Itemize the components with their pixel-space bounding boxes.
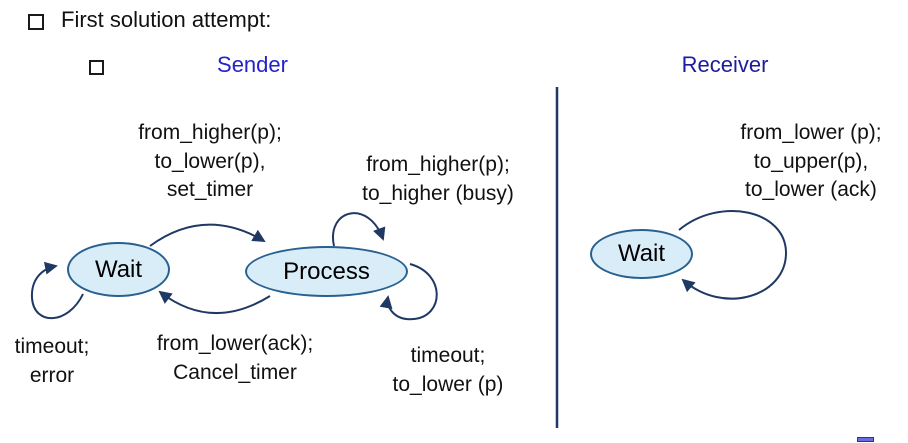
bullet-square-icon xyxy=(28,14,44,30)
state-label: Wait xyxy=(94,255,143,283)
transition-label-process-timeout: timeout; to_lower (p) xyxy=(392,344,504,396)
state-label: Process xyxy=(283,257,370,285)
corner-decoration xyxy=(857,437,874,442)
slide-title: First solution attempt: xyxy=(61,7,272,32)
transition-label-process-busy: from_higher(p); to_higher (busy) xyxy=(362,153,514,205)
state-wait-sender: Wait xyxy=(67,242,170,297)
transition-label-receiver-wait: from_lower (p); to_upper(p), to_lower (a… xyxy=(740,121,882,202)
self-loop-process-busy xyxy=(332,212,386,247)
self-loop-receiver-wait xyxy=(678,209,788,300)
transition-label-wait-to-process: from_higher(p); to_lower(p), set_timer xyxy=(138,121,282,202)
self-loop-process-timeout xyxy=(379,263,438,321)
transition-label-wait-timeout: timeout; error xyxy=(14,335,90,387)
state-label: Wait xyxy=(617,240,666,267)
arc-wait-to-process xyxy=(149,223,266,247)
arc-process-to-wait xyxy=(158,290,271,314)
receiver-heading: Receiver xyxy=(681,52,769,77)
transition-label-process-to-wait: from_lower(ack); Cancel_timer xyxy=(156,332,314,384)
state-process-sender: Process xyxy=(245,246,408,297)
sender-heading: Sender xyxy=(217,52,288,77)
sub-bullet-square-icon xyxy=(89,60,104,75)
state-wait-receiver: Wait xyxy=(590,229,693,279)
self-loop-wait-timeout xyxy=(30,261,84,320)
